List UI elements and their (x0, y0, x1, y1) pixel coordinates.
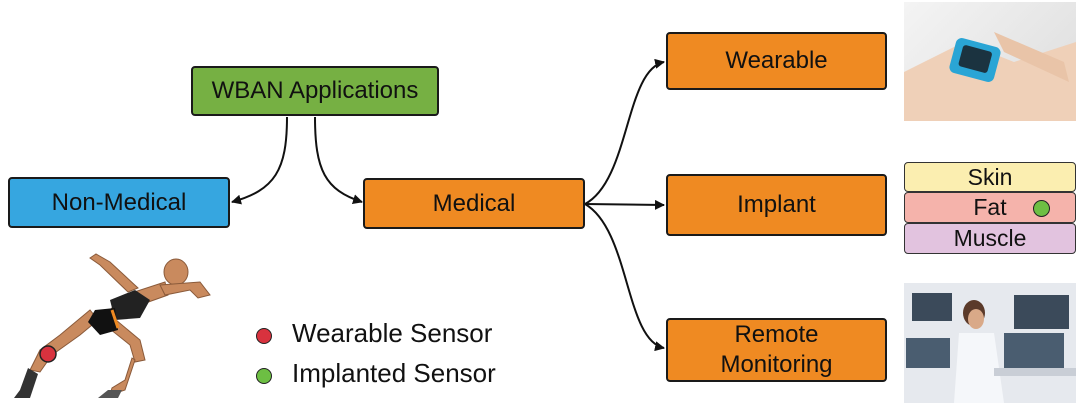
sprinter-illustration (14, 253, 211, 398)
node-remote-monitoring: Remote Monitoring (666, 318, 887, 382)
layer-skin-label: Skin (967, 163, 1013, 190)
implanted-sensor-legend-dot (256, 368, 272, 384)
layer-muscle: Muscle (904, 223, 1076, 254)
layer-fat: Fat (904, 192, 1076, 223)
node-implant: Implant (666, 174, 887, 236)
layer-fat-label: Fat (973, 194, 1007, 220)
node-medical: Medical (363, 178, 585, 229)
layer-skin: Skin (904, 162, 1076, 192)
remote-line-2: Monitoring (720, 351, 833, 378)
edge-root-to-medical (314, 116, 363, 204)
wearable-sensor-marker (39, 345, 57, 363)
implanted-sensor-marker (1033, 200, 1050, 217)
node-wearable: Wearable (666, 32, 887, 90)
implanted-sensor-legend-label: Implanted Sensor (292, 358, 496, 388)
node-non-medical: Non-Medical (8, 177, 230, 228)
remote-line-1: Remote (734, 321, 819, 348)
wearable-sensor-legend-dot (256, 328, 272, 344)
edge-medical-to-remote (584, 203, 665, 352)
edge-medical-to-wearable (584, 58, 665, 205)
wearable-sensor-legend-label: Wearable Sensor (292, 318, 493, 348)
smartwatch-photo (904, 2, 1076, 121)
edge-medical-to-implant (584, 199, 665, 210)
remote-monitoring-photo (904, 283, 1076, 403)
edge-root-to-nonmedical (231, 116, 288, 205)
layer-muscle-label: Muscle (953, 225, 1027, 251)
node-wban-applications: WBAN Applications (191, 66, 439, 116)
